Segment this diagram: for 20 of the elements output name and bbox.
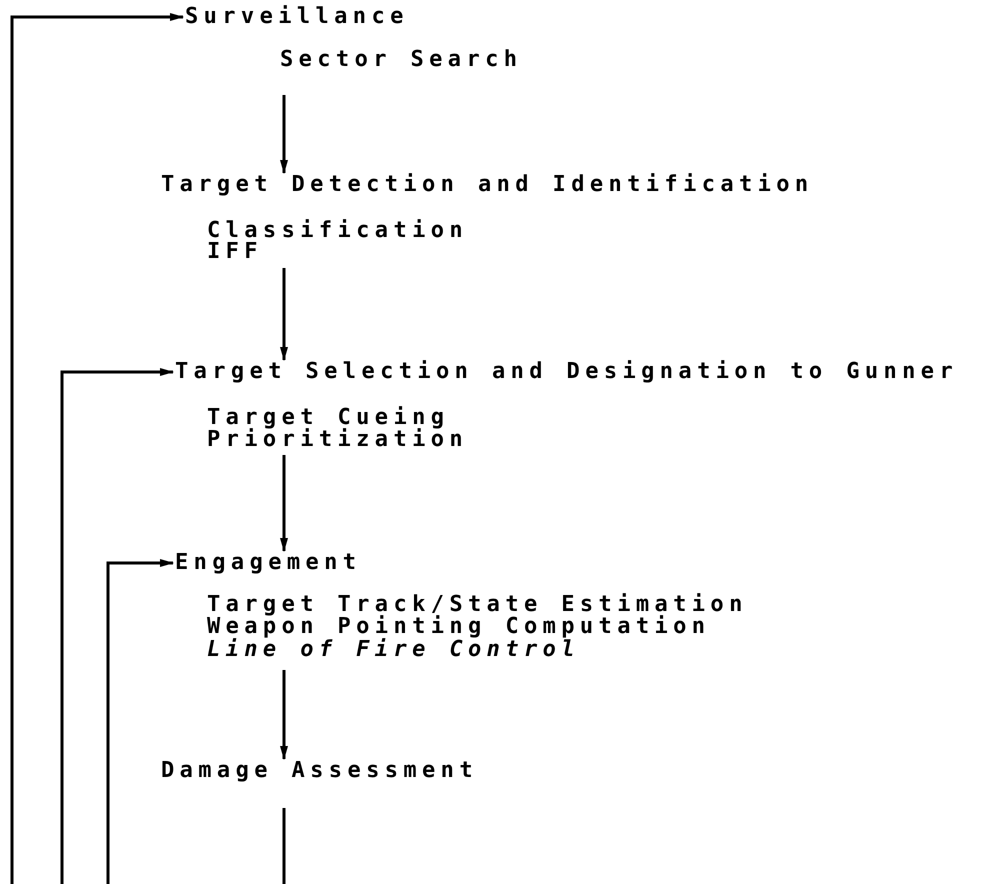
activity-text: Target Cueing	[207, 407, 450, 429]
arrow	[106, 559, 174, 884]
activity-text: Sector Search	[280, 49, 522, 71]
activity-text: Classification	[207, 220, 468, 242]
activity-text: Line of Fire Control	[207, 639, 580, 661]
step-label: Engagement	[175, 550, 362, 576]
activity-text: IFF	[207, 241, 263, 263]
step-label: Damage Assessment	[161, 758, 478, 784]
arrow	[280, 95, 288, 174]
arrow	[280, 670, 288, 760]
arrow	[280, 268, 288, 361]
arrow	[60, 368, 174, 884]
step-label: Surveillance	[185, 4, 409, 30]
activity-text: Target Track/State Estimation	[207, 594, 748, 616]
step-label: Target Selection and Designation to Gunner	[175, 359, 958, 385]
activity-text: Prioritization	[207, 429, 468, 451]
arrow	[10, 13, 184, 884]
arrow	[280, 455, 288, 552]
activity-text: Weapon Pointing Computation	[207, 616, 710, 638]
step-label: Target Detection and Identification	[161, 172, 814, 198]
